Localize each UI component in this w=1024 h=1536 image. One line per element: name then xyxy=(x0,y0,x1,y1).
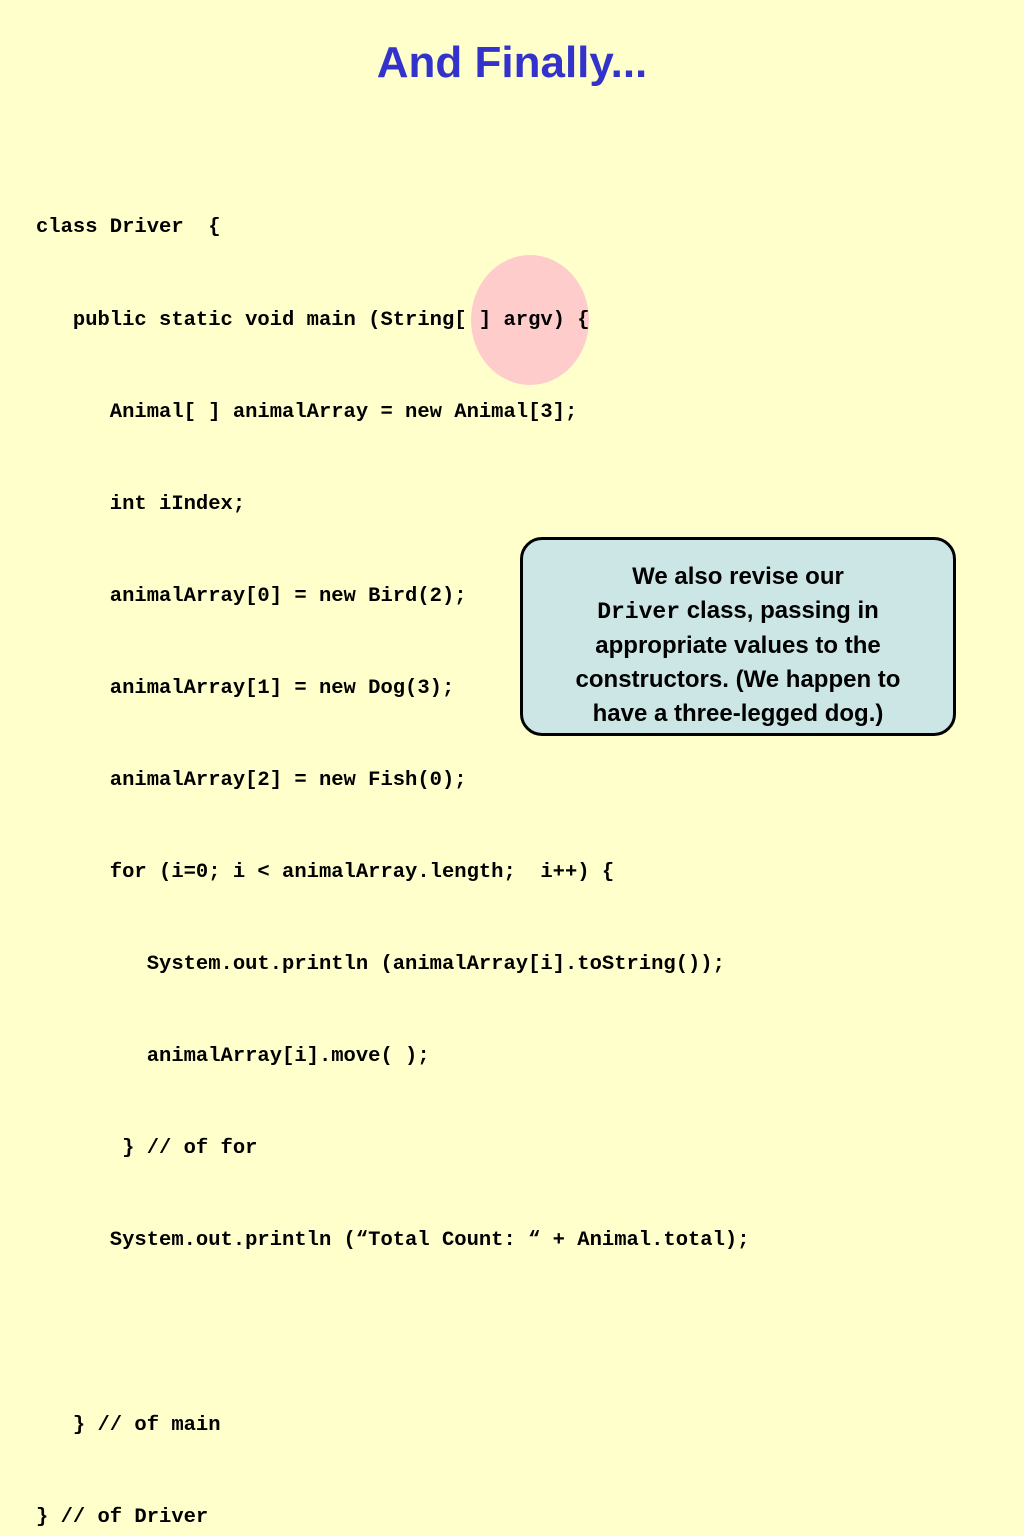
callout-line: We also revise our xyxy=(632,563,844,590)
callout-line: Driver class, passing in xyxy=(523,594,953,629)
code-line: int iIndex; xyxy=(36,492,246,516)
code-line: } // of for xyxy=(36,1137,258,1161)
code-line: animalArray[2] = new Fish(0); xyxy=(36,768,467,792)
code-line: animalArray[1] = new Dog(3); xyxy=(36,676,455,700)
callout-line-rest: class, passing in xyxy=(680,597,879,624)
code-line: public static void main (String[ ] argv)… xyxy=(36,308,590,332)
slide-title: And Finally... xyxy=(376,38,648,87)
code-line: } // of main xyxy=(36,1413,221,1437)
code-line: animalArray[0] = new Bird(2); xyxy=(36,584,467,608)
code-line: Animal[ ] animalArray = new Animal[3]; xyxy=(36,400,578,424)
code-line: System.out.println (animalArray[i].toStr… xyxy=(36,953,725,977)
highlight-circle xyxy=(471,255,589,385)
callout-line: have a three-legged dog.) xyxy=(592,700,884,727)
callout-box: We also revise our Driver class, passing… xyxy=(520,537,956,736)
code-line: for (i=0; i < animalArray.length; i++) { xyxy=(36,861,615,885)
callout-line: constructors. (We happen to xyxy=(575,666,901,693)
callout-code-word: Driver xyxy=(597,599,681,625)
code-line: animalArray[i].move( ); xyxy=(36,1045,430,1069)
code-block: class Driver { public static void main (… xyxy=(36,152,750,1536)
code-line: } // of Driver xyxy=(36,1505,209,1529)
callout-line: appropriate values to the xyxy=(595,632,881,659)
code-line: System.out.println (“Total Count: “ + An… xyxy=(36,1229,750,1253)
code-line xyxy=(36,1319,750,1350)
code-line: class Driver { xyxy=(36,216,221,240)
